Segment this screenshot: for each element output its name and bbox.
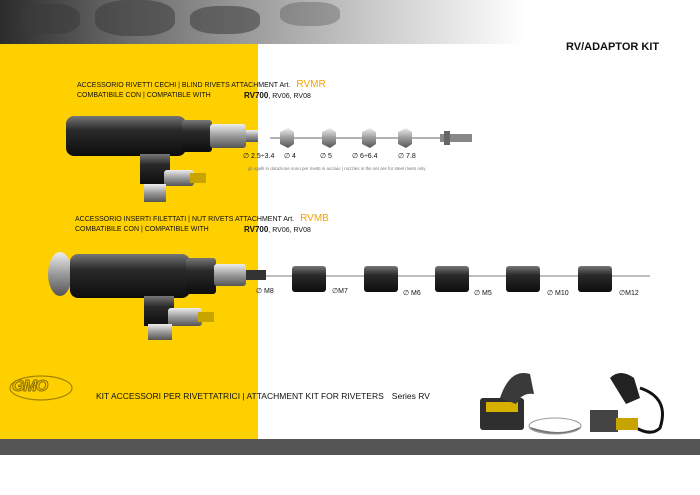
rvmb-attachment-image [48, 252, 650, 340]
rvmr-compat-rest: , RV06, RV08 [268, 93, 311, 100]
rvmr-size-3: ∅ 5 [320, 153, 332, 160]
footer-series: Series RV [391, 391, 430, 401]
rvmb-code: RVMB [300, 213, 329, 224]
kit-title: RV/ADAPTOR KIT [566, 41, 660, 53]
rvmr-title-row: ACCESSORIO RIVETTI CECHI | BLIND RIVETS … [77, 79, 326, 90]
rvmr-size-4: ∅ 6÷6.4 [352, 153, 378, 160]
rvmb-size-6: ∅M12 [619, 290, 639, 297]
rvmr-title: ACCESSORIO RIVETTI CECHI | BLIND RIVETS … [77, 82, 291, 89]
logo-text: GMO [11, 378, 48, 396]
rvmb-size-3: ∅ M6 [403, 290, 421, 297]
rvmb-title-row: ACCESSORIO INSERTI FILETTATI | NUT RIVET… [75, 213, 329, 224]
rvmr-attachment-image [66, 116, 472, 202]
rvmb-title: ACCESSORIO INSERTI FILETTATI | NUT RIVET… [75, 216, 295, 223]
rvmr-note: gli ugelli in dotazione sono per rivetti… [248, 166, 426, 171]
rvmb-compat-label: COMBATIBILE CON | COMPATIBLE WITH [75, 226, 209, 233]
rvmr-size-5: ∅ 7.8 [398, 153, 416, 160]
rvmb-compat-main: RV700 [244, 225, 269, 234]
rvmr-code: RVMR [296, 79, 326, 90]
footer-title-row: KIT ACCESSORI PER RIVETTATRICI | ATTACHM… [96, 391, 430, 401]
rvmb-size-2: ∅M7 [332, 288, 348, 295]
engine-photo-banner [0, 0, 700, 44]
rvmr-compat-main: RV700 [244, 91, 269, 100]
rvmr-size-1: ∅ 2.5÷3.4 [243, 153, 275, 160]
rvmr-compat-models: RV700, RV06, RV08 [244, 91, 311, 100]
rvmb-size-4: ∅ M5 [474, 290, 492, 297]
riveter-products-image [480, 373, 664, 435]
yellow-panel [0, 44, 258, 439]
gmo-logo [9, 375, 73, 401]
rvmb-compat-models: RV700, RV06, RV08 [244, 225, 311, 234]
rvmb-compat-rest: , RV06, RV08 [268, 227, 311, 234]
rvmr-compat-label: COMBATIBILE CON | COMPATIBLE WITH [77, 92, 211, 99]
rvmb-size-1: ∅ M8 [256, 288, 274, 295]
footer-title: KIT ACCESSORI PER RIVETTATRICI | ATTACHM… [96, 391, 384, 401]
bottom-margin [0, 455, 700, 495]
rvmb-size-5: ∅ M10 [547, 290, 569, 297]
rvmr-size-2: ∅ 4 [284, 153, 296, 160]
gray-band [0, 439, 700, 455]
